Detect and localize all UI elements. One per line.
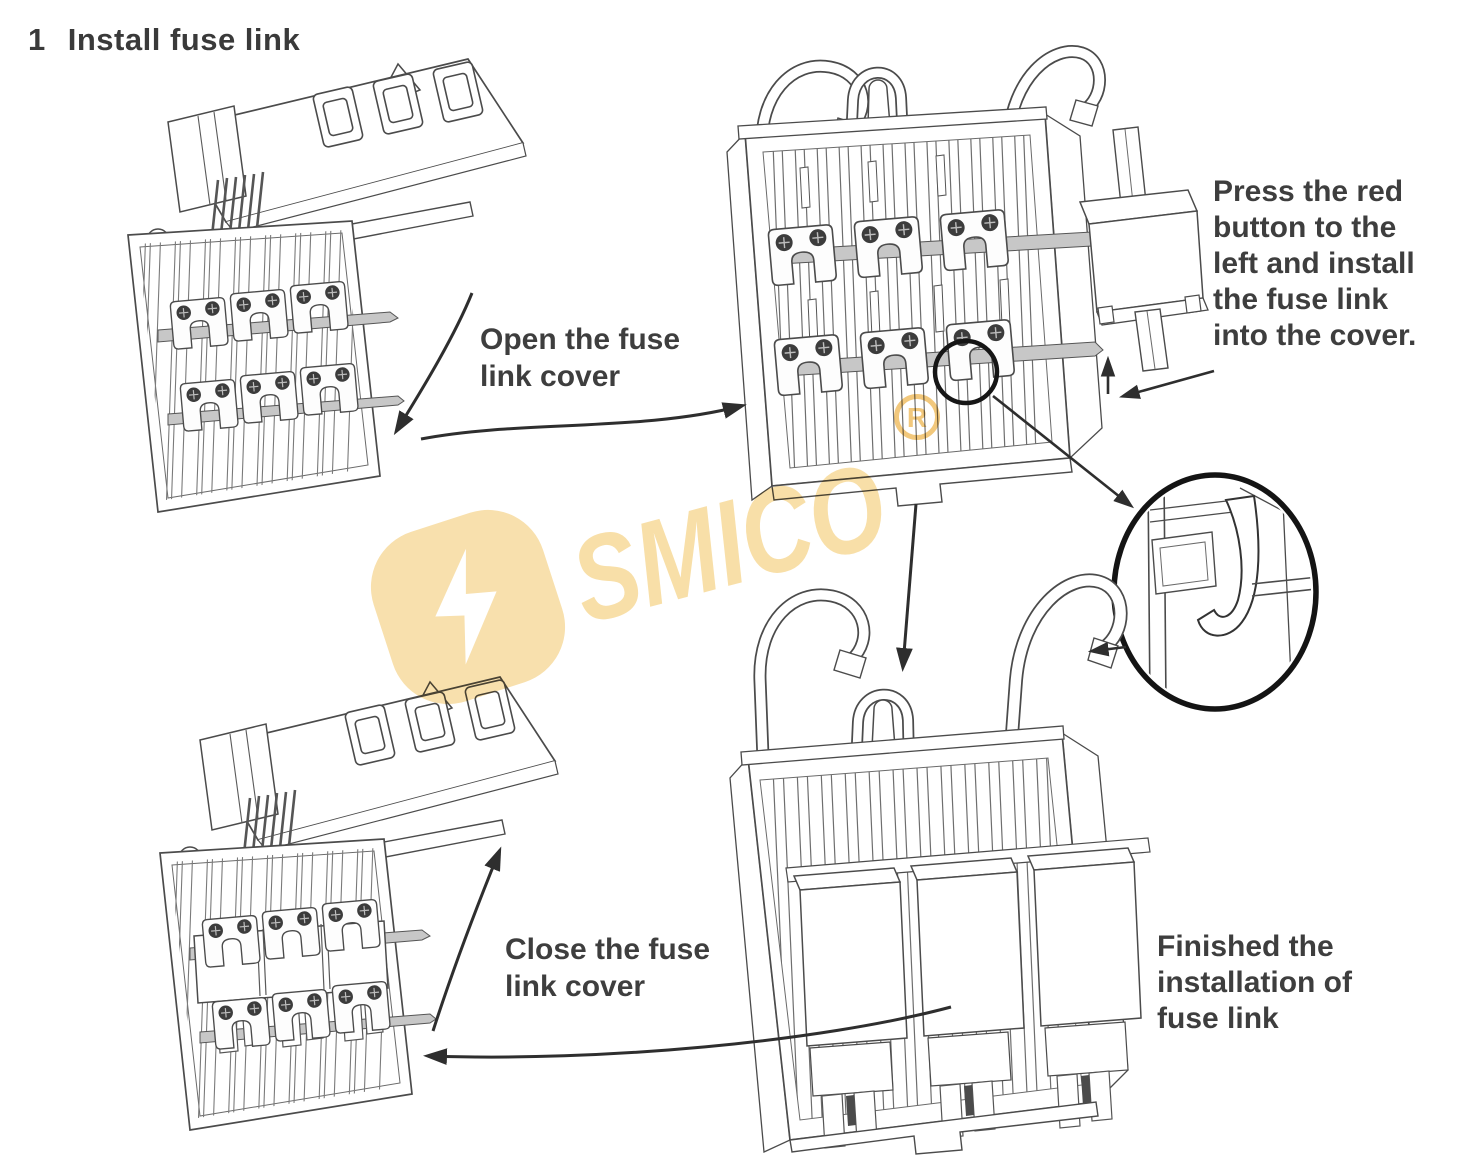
figure-device-open-upright <box>726 45 1106 507</box>
arrow-open-result <box>420 402 747 441</box>
figure-detail-magnifier <box>1111 472 1319 712</box>
arrow-open-to-device <box>393 292 474 436</box>
arrow-close-left <box>423 1005 952 1066</box>
arrow-fuse-slide <box>1118 369 1215 399</box>
flow-arrows <box>393 292 1215 1066</box>
mounting-hooks <box>755 45 1106 225</box>
caption-open-cover: Open the fuse link cover <box>480 323 681 393</box>
button-highlight-circle <box>932 338 1000 406</box>
caption-finished: Finished the installation of fuse link <box>1157 930 1352 1035</box>
caption-close-cover: Close the fuse link cover <box>505 933 711 1003</box>
mounting-hooks <box>753 573 1128 769</box>
step-number: 1 <box>28 22 46 57</box>
step-title: 1 Install fuse link <box>28 22 300 58</box>
arrow-down-next-step <box>896 503 918 672</box>
figure-device-fuses-in-cover-open <box>160 677 558 1133</box>
installed-fuse-bodies <box>792 847 1142 1047</box>
arrow-close-up <box>431 846 502 1032</box>
figure-fuse-link <box>1078 126 1209 372</box>
figure-device-cover-opened <box>128 59 526 515</box>
arrow-detail-back <box>1087 641 1127 657</box>
caption-press-button: Press the red button to the left and ins… <box>1213 175 1417 352</box>
arrow-detail-leader <box>992 394 1135 509</box>
step-title-text: Install fuse link <box>67 22 301 57</box>
figure-device-finished <box>729 573 1151 1155</box>
